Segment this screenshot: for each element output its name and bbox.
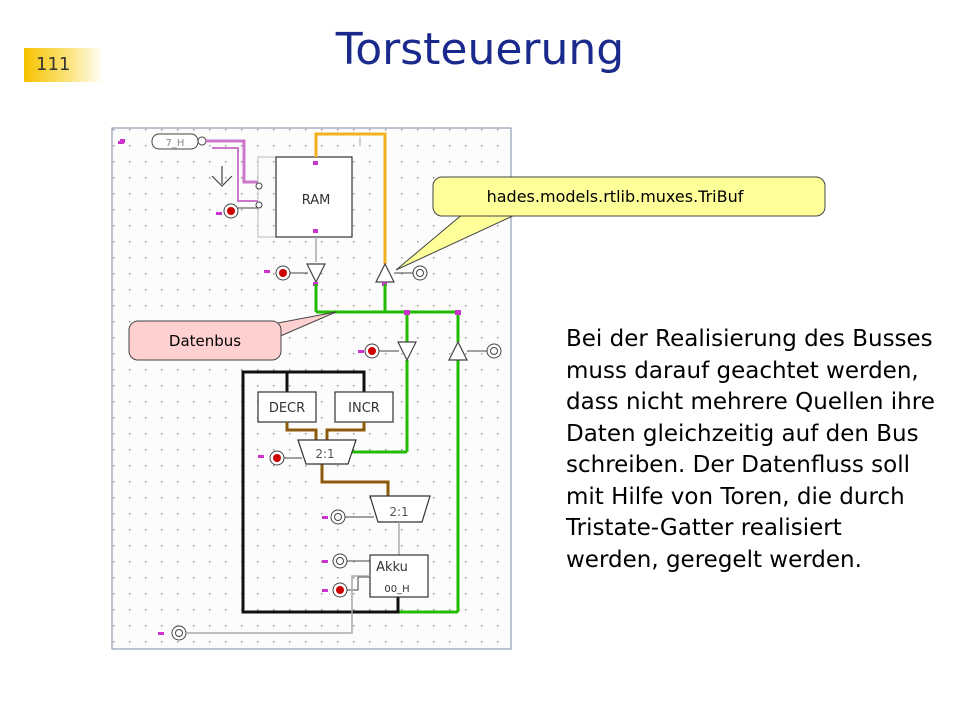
pin-marker <box>404 310 410 315</box>
tribuf-callout-text: hades.models.rtlib.muxes.TriBuf <box>487 187 744 206</box>
enable-button-ram-in[interactable] <box>412 265 428 281</box>
ram-block[interactable]: RAM <box>275 156 353 238</box>
incr-block[interactable]: INCR <box>334 391 394 423</box>
ram-datain-wire <box>314 132 387 264</box>
address-wire <box>206 139 258 184</box>
tristate-bus-to-alu[interactable] <box>397 341 417 362</box>
datenbus-callout-text: Datenbus <box>169 332 241 350</box>
mux-2-label: 2:1 <box>389 505 408 519</box>
enable-button-akku-to-bus[interactable] <box>486 343 502 359</box>
ram-label: RAM <box>302 193 331 208</box>
mux-2[interactable]: 2:1 <box>369 495 431 523</box>
decr-block[interactable]: DECR <box>257 391 317 423</box>
tristate-ram-out[interactable] <box>306 263 326 284</box>
mux-1[interactable]: 2:1 <box>297 439 357 465</box>
pin-marker <box>455 310 461 315</box>
page-number-badge: 111 <box>24 48 104 82</box>
callout-cover <box>466 206 532 212</box>
enable-button-bus-to-alu[interactable] <box>364 343 380 359</box>
mux-2-select-button[interactable] <box>330 509 346 525</box>
enable-button-ram-out[interactable] <box>275 265 291 281</box>
ram-pin-cs <box>255 182 263 190</box>
input-value-label: 7_H <box>166 138 185 149</box>
mux-1-select-button[interactable] <box>269 450 285 466</box>
page-number: 111 <box>36 54 71 75</box>
ram-pin-we <box>255 201 263 209</box>
body-text: Bei der Realisierung des Busses muss dar… <box>566 326 935 573</box>
pin-marker <box>313 229 318 233</box>
akku-reset-button[interactable] <box>332 582 348 598</box>
alu-output-wires <box>285 422 390 496</box>
clock-input-button[interactable] <box>171 625 187 641</box>
clock-wire <box>186 575 370 634</box>
pin-labels <box>118 141 364 635</box>
mux-1-label: 2:1 <box>315 447 334 461</box>
incr-label: INCR <box>348 401 380 416</box>
datenbus-callout <box>128 320 282 361</box>
ground-symbol <box>211 166 233 187</box>
akku-label: Akku <box>376 560 408 575</box>
akku-clock-button[interactable] <box>332 553 348 569</box>
pin-marker <box>313 161 318 165</box>
callout-cover <box>256 327 268 343</box>
address-wire-2 <box>212 147 258 202</box>
hex-input-switch[interactable]: 7_H <box>151 133 207 150</box>
akku-value: 00_H <box>384 584 409 595</box>
decr-label: DECR <box>269 401 305 416</box>
tristate-akku-to-bus[interactable] <box>448 340 468 361</box>
feedback-bus <box>241 370 400 614</box>
akku-register[interactable]: Akku 00_H <box>369 554 429 598</box>
slide-title: Torsteuerung <box>335 24 625 75</box>
write-enable-button[interactable] <box>223 203 239 219</box>
data-bus <box>314 284 460 614</box>
